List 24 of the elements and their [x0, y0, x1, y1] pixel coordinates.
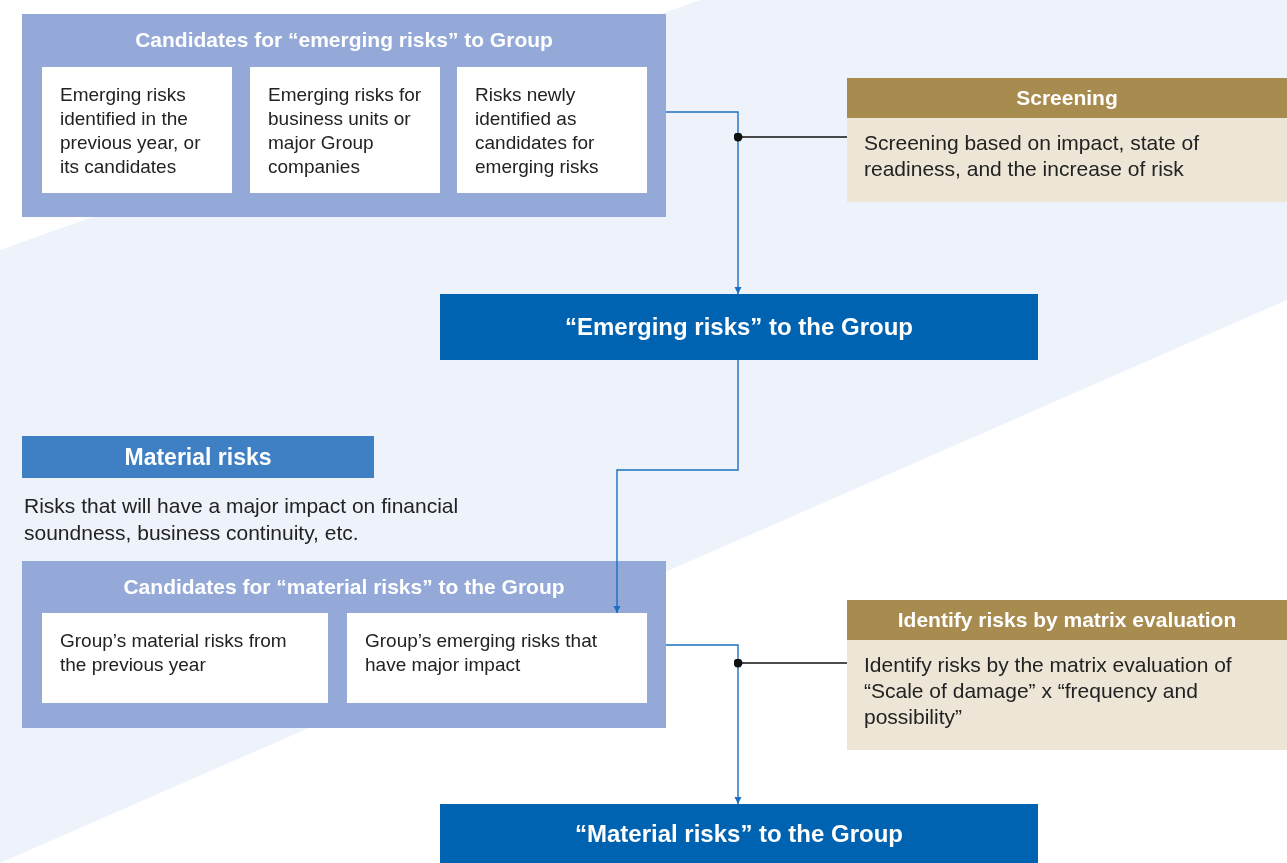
- item-box: Group’s emerging risks that have major impact: [347, 613, 647, 703]
- arrow: [665, 111, 742, 295]
- item-box: Emerging risks identified in the previous year, or its candidates: [42, 67, 232, 193]
- item-box: Group’s material risks from the previous year: [42, 613, 328, 703]
- leader-line: [733, 132, 848, 142]
- result-box: “Emerging risks” to the Group: [440, 294, 1038, 360]
- item-box: Risks newly identified as candidates for emerging risks: [457, 67, 647, 193]
- result-box: “Material risks” to the Group: [440, 804, 1038, 863]
- note-text: Identify risks by the matrix evaluation of “Scale of damage” x “frequency and possibility”: [863, 652, 1233, 730]
- note-panel: [847, 600, 1287, 750]
- arrow: [613, 359, 739, 614]
- note-panel: [847, 78, 1287, 202]
- heading-band: Material risks: [22, 436, 374, 478]
- group-panel: [22, 561, 666, 728]
- group-heading: Candidates for “material risks” to the Group: [122, 575, 566, 599]
- leader-line: [733, 658, 848, 668]
- item-box: Emerging risks for business units or major Group companies: [250, 67, 440, 193]
- note-heading: Identify risks by matrix evaluation: [847, 600, 1287, 640]
- group-heading: Candidates for “emerging risks” to Group: [134, 28, 554, 52]
- note-heading: Screening: [847, 78, 1287, 118]
- note-text: Screening based on impact, state of readiness, and the increase of risk: [863, 130, 1201, 182]
- arrow: [665, 644, 742, 805]
- group-panel: [22, 14, 666, 217]
- description-text: Risks that will have a major impact on financial soundness, business continuity, etc.: [24, 493, 460, 546]
